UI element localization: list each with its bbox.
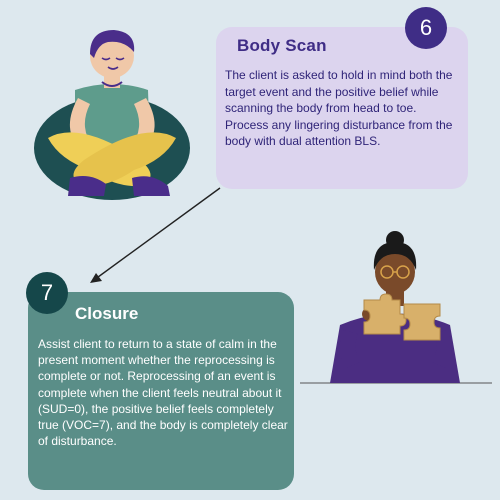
meditating-person-illustration [34, 30, 190, 200]
closure-title: Closure [75, 304, 139, 323]
body-scan-card [216, 27, 468, 189]
closure-card [28, 292, 294, 490]
connector-arrow [90, 187, 221, 283]
step-7-badge: 7 [26, 272, 68, 314]
step-6-badge: 6 [405, 7, 447, 49]
woman-holding-puzzle-pieces-illustration [300, 231, 492, 384]
body-scan-description: The client is asked to hold in mind both… [225, 68, 453, 148]
closure-description: Assist client to return to a state of ca… [38, 337, 288, 449]
body-scan-title: Body Scan [237, 36, 327, 55]
